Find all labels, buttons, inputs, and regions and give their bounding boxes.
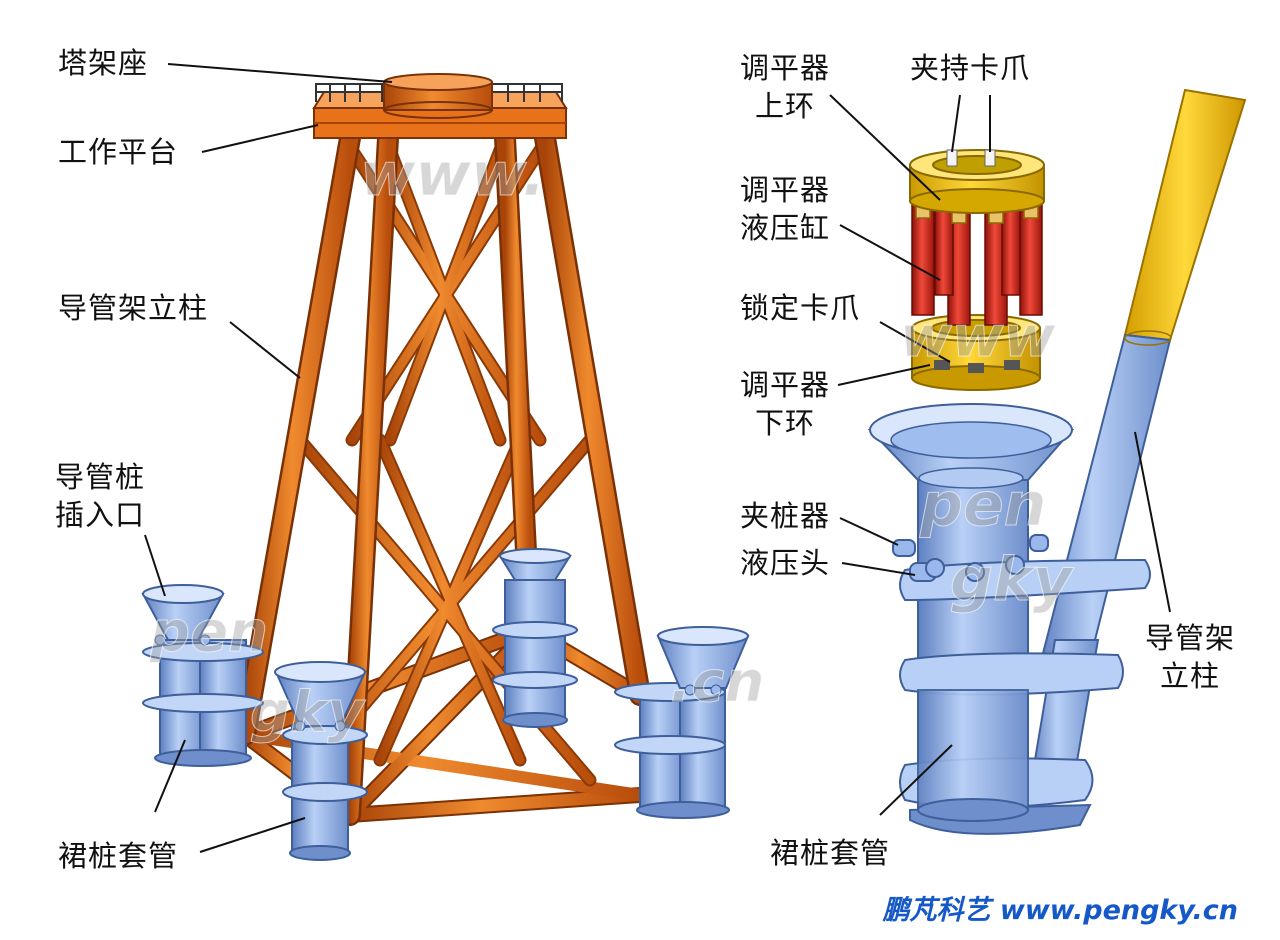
tower-seat: [383, 73, 493, 119]
watermark: pen: [150, 600, 269, 666]
label-tower-seat: 塔架座: [58, 46, 149, 80]
label-leveler-cyl-line1: 调平器: [740, 173, 831, 207]
label-jacket-leg-right-line1: 导管架: [1145, 621, 1236, 655]
skirt-sleeve-left-corner: [141, 584, 264, 767]
label-jacket-leg-right-line2: 立柱: [1160, 659, 1221, 693]
credit-text[interactable]: 鹏芃科艺 www.pengky.cn: [882, 895, 1238, 926]
label-pile-inlet-line1: 导管桩: [55, 460, 146, 494]
leader-lines: [144, 63, 1171, 853]
label-leveler-upper-line2: 上环: [755, 89, 816, 123]
label-pile-inlet-line2: 插入口: [55, 498, 146, 532]
label-skirt-sleeve-left: 裙桩套管: [58, 839, 179, 873]
skirt-sleeve-front: [274, 661, 368, 861]
large-skirt-sleeve: [867, 403, 1151, 835]
jacket-tower: [141, 73, 750, 861]
skirt-sleeve-right-corner: [614, 626, 750, 819]
watermark: .cn: [669, 650, 765, 716]
label-leveler-lower-line2: 下环: [755, 406, 816, 440]
watermark: pen: [919, 470, 1047, 541]
watermark: www: [899, 305, 1056, 371]
skirt-sleeve-back: [492, 548, 578, 728]
watermark: gky: [250, 680, 365, 746]
label-pile-clamp-line2: 液压头: [740, 546, 831, 580]
label-lock-jaw: 锁定卡爪: [740, 291, 861, 325]
label-leveler-upper-line1: 调平器: [740, 51, 831, 85]
label-leveler-cyl-line2: 液压缸: [740, 211, 831, 245]
label-leveler-lower-line1: 调平器: [740, 368, 831, 402]
label-skirt-sleeve-right: 裙桩套管: [770, 836, 891, 870]
label-pile-clamp-line1: 夹桩器: [740, 499, 831, 533]
watermark: www.: [359, 140, 546, 211]
label-work-platform: 工作平台: [58, 135, 179, 169]
label-jacket-leg: 导管架立柱: [58, 291, 209, 325]
leveler-assembly: [909, 149, 1045, 391]
label-clamp-jaw: 夹持卡爪: [910, 51, 1031, 85]
watermark: gky: [950, 545, 1073, 616]
